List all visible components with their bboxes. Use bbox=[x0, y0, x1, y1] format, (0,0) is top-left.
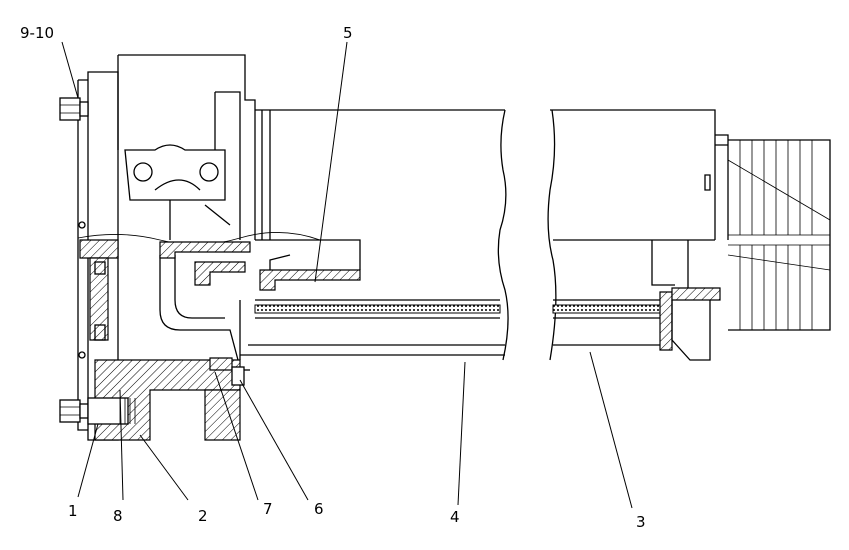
bolt-bottom bbox=[59, 397, 136, 425]
tube-right-segment bbox=[547, 109, 721, 361]
leader-5 bbox=[314, 41, 348, 283]
callout-1: 1 bbox=[68, 502, 78, 520]
tube-left-segment bbox=[209, 109, 509, 386]
callout-4: 4 bbox=[450, 508, 460, 526]
callout-3: 3 bbox=[636, 513, 646, 531]
leader-4 bbox=[457, 361, 466, 506]
leader-7 bbox=[214, 371, 259, 501]
leader-3 bbox=[589, 351, 633, 509]
leader-8 bbox=[119, 389, 124, 501]
callout-8: 8 bbox=[113, 507, 123, 525]
callout-9-10: 9-10 bbox=[20, 24, 54, 42]
callout-2: 2 bbox=[198, 507, 208, 525]
cooler-fins bbox=[715, 134, 831, 331]
leader-1 bbox=[77, 423, 99, 498]
leader-6 bbox=[239, 379, 309, 501]
leader-9-10 bbox=[61, 41, 79, 99]
bolt-top bbox=[59, 97, 89, 121]
callout-7: 7 bbox=[263, 500, 273, 518]
callout-labels: 9-10 5 1 8 2 7 6 4 3 bbox=[20, 24, 646, 531]
leader-2 bbox=[139, 434, 189, 501]
callout-5: 5 bbox=[343, 24, 353, 42]
leader-lines bbox=[61, 41, 633, 509]
housing-assembly bbox=[77, 54, 321, 441]
callout-6: 6 bbox=[314, 500, 324, 518]
